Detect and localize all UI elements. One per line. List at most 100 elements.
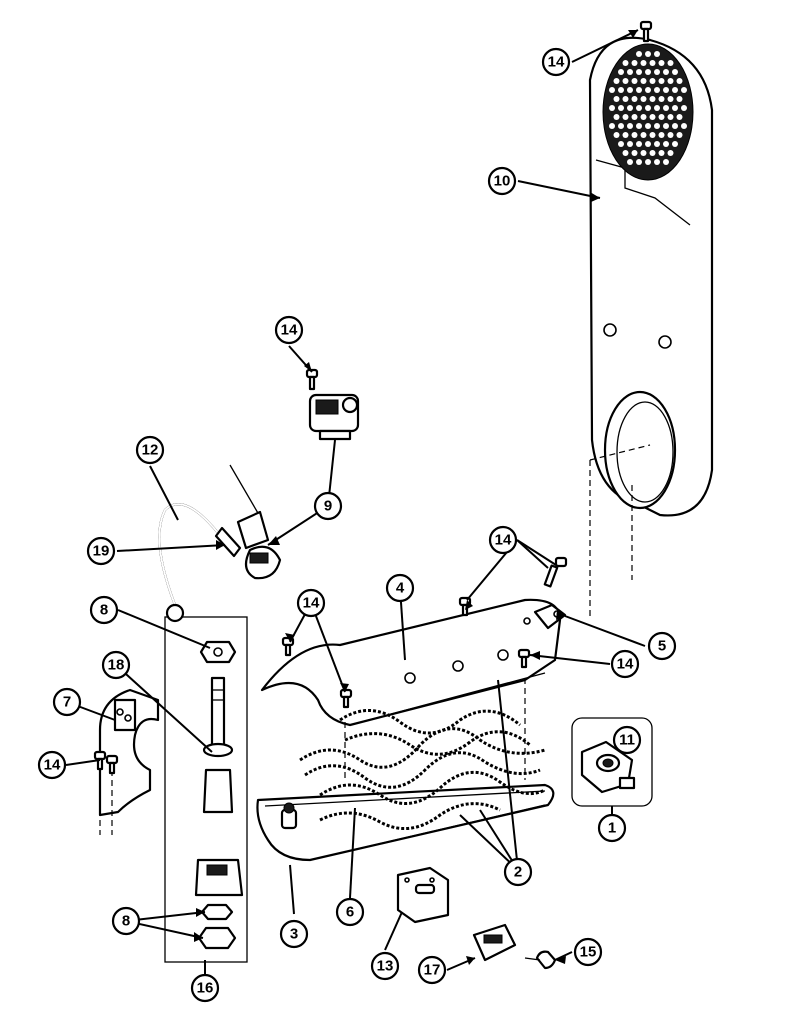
grille-hole bbox=[672, 87, 678, 93]
svg-text:14: 14 bbox=[495, 532, 512, 549]
callout-14-housing-left: 14 bbox=[296, 588, 326, 618]
callout-10: 10 bbox=[487, 166, 517, 196]
grille-hole bbox=[649, 96, 656, 102]
grille-hole bbox=[636, 123, 642, 129]
fuse-holder-part bbox=[580, 740, 636, 794]
svg-text:17: 17 bbox=[424, 962, 441, 979]
svg-text:14: 14 bbox=[303, 595, 320, 612]
grille-hole bbox=[667, 78, 674, 84]
grille-hole bbox=[645, 51, 651, 57]
grille-hole bbox=[627, 141, 633, 147]
grille-hole bbox=[658, 60, 665, 66]
grille-hole bbox=[663, 87, 669, 93]
grille-hole bbox=[645, 141, 651, 147]
grille-hole bbox=[681, 87, 687, 93]
svg-text:6: 6 bbox=[346, 904, 354, 921]
callout-18: 18 bbox=[101, 650, 131, 680]
grille-hole bbox=[672, 123, 678, 129]
svg-text:9: 9 bbox=[324, 498, 332, 515]
svg-text:14: 14 bbox=[617, 656, 634, 673]
grille-hole bbox=[627, 123, 633, 129]
grille-hole bbox=[649, 114, 656, 120]
callout-9: 9 bbox=[313, 491, 343, 521]
grille-hole bbox=[649, 150, 656, 156]
grille-hole bbox=[622, 78, 629, 84]
thermostat-upper-part bbox=[308, 393, 360, 441]
grille-hole bbox=[618, 141, 624, 147]
callout-8-top: 8 bbox=[89, 595, 119, 625]
screw-housing-d bbox=[543, 556, 568, 588]
grille-hole bbox=[645, 123, 651, 129]
grille-hole bbox=[622, 132, 629, 138]
grille-hole bbox=[618, 87, 624, 93]
grille-hole bbox=[667, 150, 674, 156]
leader-arrowheads bbox=[194, 30, 638, 965]
svg-text:1: 1 bbox=[608, 820, 616, 837]
grille-hole bbox=[609, 105, 615, 111]
svg-text:14: 14 bbox=[44, 757, 61, 774]
grille-hole bbox=[676, 114, 683, 120]
grille-hole bbox=[631, 78, 638, 84]
grille-hole bbox=[654, 69, 660, 75]
grille-hole bbox=[636, 87, 642, 93]
grille-hole bbox=[622, 114, 629, 120]
grille-hole bbox=[636, 105, 642, 111]
grille-hole bbox=[627, 159, 633, 165]
grille-hole bbox=[676, 132, 683, 138]
vent-grille bbox=[602, 43, 694, 181]
svg-text:3: 3 bbox=[290, 926, 298, 943]
callout-2: 2 bbox=[503, 857, 533, 887]
callout-14-clamp: 14 bbox=[37, 750, 67, 780]
svg-text:12: 12 bbox=[142, 442, 159, 459]
callout-14-housing-right: 14 bbox=[610, 649, 640, 679]
grille-hole bbox=[640, 78, 647, 84]
grille-hole bbox=[672, 141, 678, 147]
callout-16: 16 bbox=[190, 973, 220, 1003]
grille-hole bbox=[672, 105, 678, 111]
callout-5: 5 bbox=[647, 631, 677, 661]
callout-11: 11 bbox=[612, 725, 642, 755]
grille-hole bbox=[618, 69, 624, 75]
grille-hole bbox=[649, 78, 656, 84]
grille-hole bbox=[645, 159, 651, 165]
grille-hole bbox=[649, 60, 656, 66]
grille-hole bbox=[645, 105, 651, 111]
exhaust-duct-part bbox=[588, 36, 714, 620]
grille-hole bbox=[676, 78, 683, 84]
callout-17: 17 bbox=[417, 955, 447, 985]
grille-hole bbox=[658, 132, 665, 138]
grille-hole bbox=[663, 105, 669, 111]
leader-lines bbox=[65, 29, 646, 975]
grille-hole bbox=[636, 141, 642, 147]
heater-housing-upper-part bbox=[260, 598, 562, 780]
grille-hole bbox=[618, 105, 624, 111]
callout-14-thermostat: 14 bbox=[274, 315, 304, 345]
screw-part bbox=[524, 950, 557, 970]
grille-hole bbox=[640, 114, 647, 120]
screw-clamp bbox=[93, 750, 119, 775]
screw-housing-e bbox=[517, 648, 531, 669]
terminal-block bbox=[280, 802, 298, 830]
grille-hole bbox=[658, 96, 665, 102]
terminal-block-part bbox=[472, 923, 517, 962]
grille-hole bbox=[654, 105, 660, 111]
grille-hole bbox=[613, 114, 620, 120]
grille-hole bbox=[672, 69, 678, 75]
callout-1: 1 bbox=[597, 813, 627, 843]
grille-hole bbox=[667, 60, 674, 66]
grille-hole bbox=[667, 114, 674, 120]
grille-hole bbox=[654, 159, 660, 165]
grille-hole bbox=[622, 60, 629, 66]
screws-part bbox=[93, 20, 653, 775]
callout-14-housing-top: 14 bbox=[488, 525, 518, 555]
callout-12: 12 bbox=[135, 435, 165, 465]
svg-text:16: 16 bbox=[197, 980, 214, 997]
callout-19: 19 bbox=[86, 536, 116, 566]
callout-6: 6 bbox=[335, 897, 365, 927]
grille-hole bbox=[663, 123, 669, 129]
grille-hole bbox=[640, 60, 647, 66]
svg-text:14: 14 bbox=[281, 322, 298, 339]
clamp-bracket-part bbox=[98, 688, 160, 835]
grille-hole bbox=[613, 96, 620, 102]
svg-text:13: 13 bbox=[377, 958, 394, 975]
